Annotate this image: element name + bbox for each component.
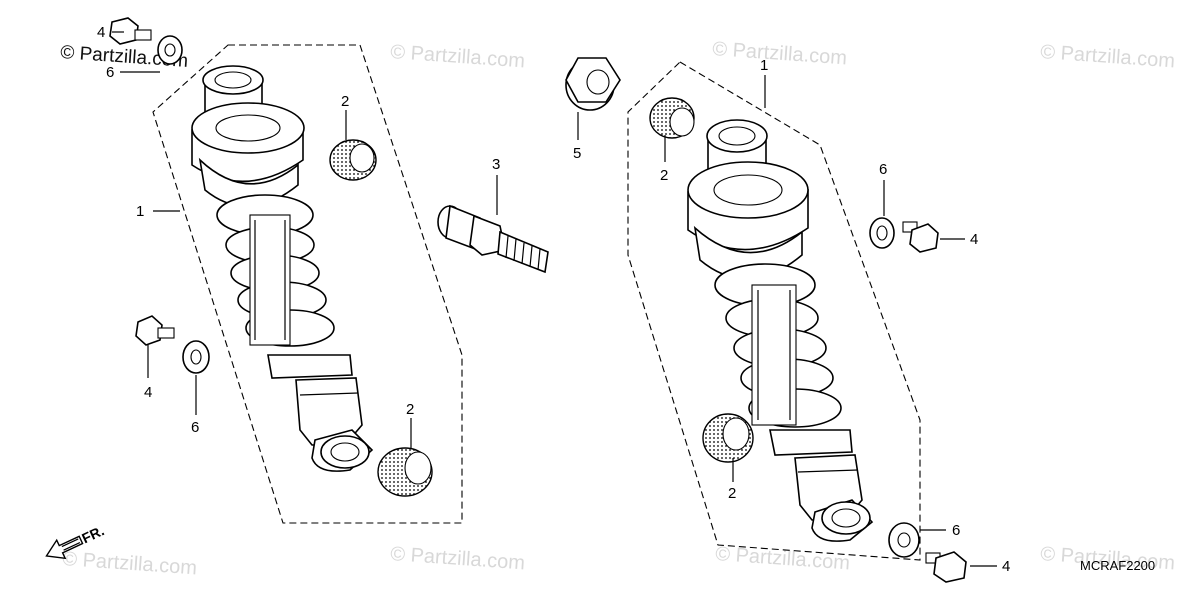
right-bush-top xyxy=(649,97,695,139)
callout-left-bolt-top: 4 xyxy=(97,24,105,41)
left-shock-bottom-eye xyxy=(311,429,374,472)
left-bush-bottom xyxy=(377,447,433,497)
callout-right-bush-bottom: 2 xyxy=(728,485,736,502)
right-bush-bottom xyxy=(702,413,754,463)
watermark: © Partzilla.com xyxy=(62,548,198,579)
right-shock-bottom-eye xyxy=(811,499,874,542)
callout-stud-bolt: 3 xyxy=(492,156,500,173)
callout-right-washer-lower: 6 xyxy=(952,522,960,539)
left-shock-group xyxy=(109,17,463,524)
left-shock-spring xyxy=(216,194,335,347)
callout-right-washer-upper: 6 xyxy=(879,161,887,178)
callout-left-washer-side: 6 xyxy=(191,419,199,436)
right-shock-group xyxy=(627,61,997,583)
right-shock-top-eye xyxy=(706,119,768,181)
callout-right-shock: 1 xyxy=(760,57,768,74)
left-bolt-side xyxy=(135,315,175,346)
right-washer-upper xyxy=(869,217,895,249)
callout-left-shock: 1 xyxy=(136,203,144,220)
right-shock-spring xyxy=(714,263,842,428)
callout-nut: 5 xyxy=(573,145,581,162)
left-washer-side xyxy=(182,340,210,374)
front-label: FR. xyxy=(79,522,106,546)
callout-left-washer-top: 6 xyxy=(106,64,114,81)
watermark: © Partzilla.com xyxy=(712,38,848,69)
left-bush-top xyxy=(329,139,377,181)
right-bolt-lower xyxy=(925,551,967,583)
callout-right-bush-top: 2 xyxy=(660,167,668,184)
flange-nut xyxy=(565,57,621,140)
callout-right-bolt-lower: 4 xyxy=(1002,558,1010,575)
callout-right-bolt-upper: 4 xyxy=(970,231,978,248)
watermark: © Partzilla.com xyxy=(390,41,526,72)
right-washer-lower xyxy=(888,522,920,558)
right-assembly-outline xyxy=(627,61,921,561)
right-bolt-upper xyxy=(902,221,939,253)
left-shock-damper-body xyxy=(267,354,363,446)
left-shock-upper-seat xyxy=(191,102,305,208)
watermark: © Partzilla.com xyxy=(390,543,526,574)
right-shock-upper-seat xyxy=(687,161,809,280)
watermark: © Partzilla.com xyxy=(715,543,851,574)
callout-left-bolt-side: 4 xyxy=(144,384,152,401)
callout-left-bush-bottom: 2 xyxy=(406,401,414,418)
diagram-code: MCRAF2200 xyxy=(1080,558,1155,573)
left-washer-top xyxy=(157,35,183,65)
stud-bolt xyxy=(437,175,549,274)
left-assembly-outline xyxy=(152,44,463,524)
callout-left-bush-top: 2 xyxy=(341,93,349,110)
watermark: © Partzilla.com xyxy=(1040,41,1176,72)
left-bolt-top xyxy=(109,17,152,45)
callouts: 4 6 1 2 2 4 6 3 5 1 2 2 6 4 6 4 xyxy=(97,24,1010,575)
